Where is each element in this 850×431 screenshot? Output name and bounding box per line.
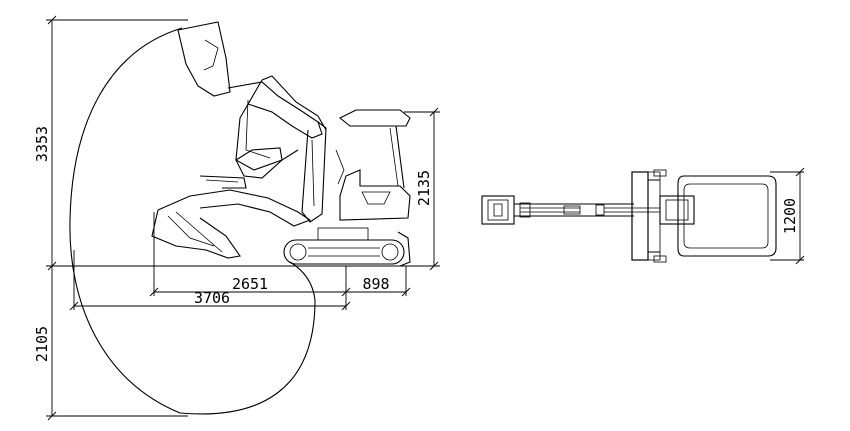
dim-label-tail-length: 898 — [362, 275, 389, 293]
side-view-dimensions — [46, 15, 440, 421]
top-view-dimensions — [770, 167, 805, 265]
track-right — [631, 171, 649, 261]
dim-label-overall-height: 2135 — [415, 170, 433, 206]
upper-structure — [677, 175, 777, 257]
cabin-canopy — [338, 109, 411, 127]
bucket-raised — [177, 21, 231, 97]
boom-main — [301, 121, 327, 223]
dim-label-max-reach-height: 3353 — [33, 126, 51, 162]
dim-label-track-width: 1200 — [781, 198, 799, 234]
bucket-mid — [235, 147, 283, 179]
track-assembly — [283, 239, 405, 265]
excavator-top-view — [481, 169, 777, 263]
dim-label-dig-reach: 2651 — [232, 275, 268, 293]
excavator-side-view — [151, 21, 411, 267]
track-left — [631, 171, 649, 261]
boom-raised — [235, 79, 299, 171]
dim-label-max-reach: 3706 — [194, 289, 230, 307]
reach-envelope-curve — [69, 27, 316, 415]
dim-label-max-dig-depth: 2105 — [33, 326, 51, 362]
machine-body — [339, 169, 411, 221]
arm-raised — [227, 81, 323, 139]
dozer-blade — [397, 231, 411, 267]
arm-lowered — [157, 189, 312, 227]
bucket-lowered — [151, 209, 241, 259]
cabin-post — [395, 125, 405, 189]
